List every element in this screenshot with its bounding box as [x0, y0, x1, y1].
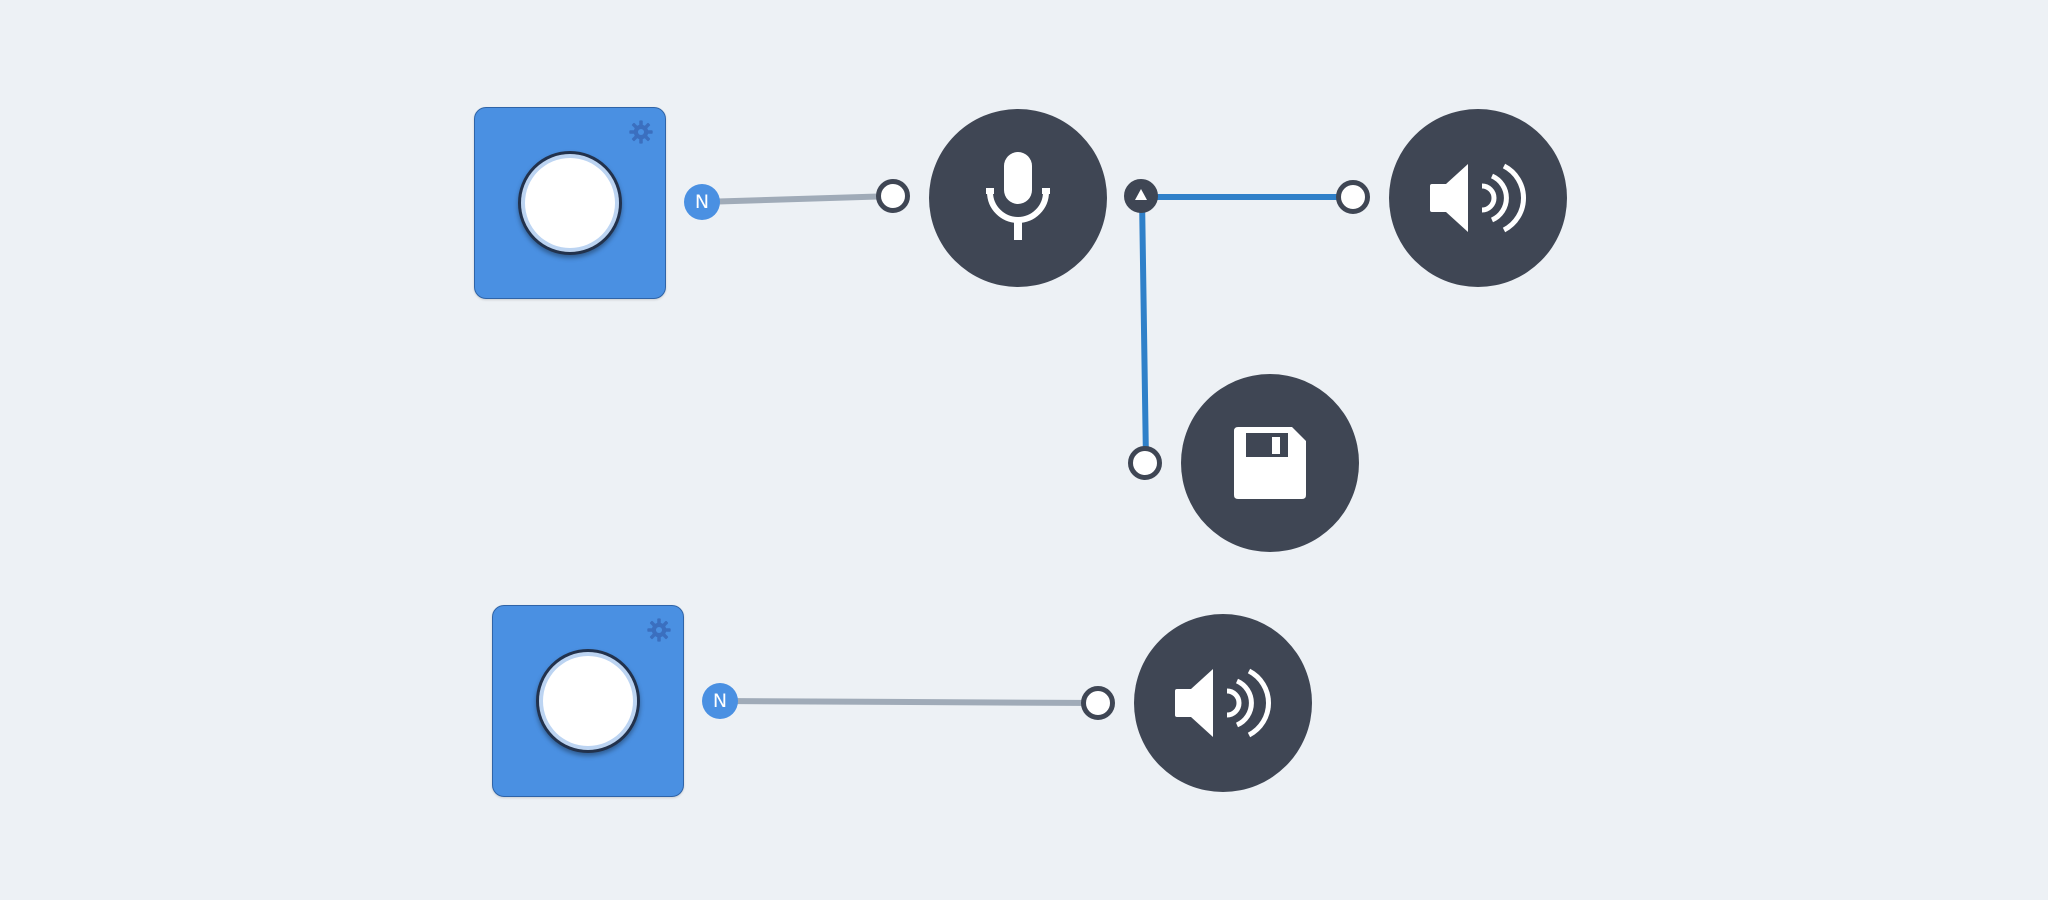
speaker-input-port-1[interactable]	[1336, 180, 1370, 214]
microphone-output-port[interactable]	[1124, 179, 1158, 213]
connection-trigger1-mic[interactable]	[699, 193, 896, 205]
trigger-node-2[interactable]	[492, 605, 684, 797]
microphone-node[interactable]	[929, 109, 1107, 287]
connection-mic-save[interactable]	[1139, 194, 1149, 465]
trigger-node-1[interactable]	[474, 107, 666, 299]
microphone-icon	[986, 152, 1050, 240]
save-input-port[interactable]	[1128, 446, 1162, 480]
trigger-output-label: N	[694, 191, 710, 213]
gear-icon[interactable]	[627, 118, 655, 146]
connection-trigger2-speaker2[interactable]	[717, 698, 1100, 706]
speaker-input-port-2[interactable]	[1081, 686, 1115, 720]
trigger-output-label: N	[712, 690, 728, 712]
speaker-icon	[1175, 668, 1272, 738]
trigger-press-button[interactable]	[518, 151, 622, 255]
speaker-node-1[interactable]	[1389, 109, 1567, 287]
microphone-input-port[interactable]	[876, 179, 910, 213]
save-node[interactable]	[1181, 374, 1359, 552]
floppy-disk-icon	[1234, 427, 1306, 499]
gear-icon[interactable]	[645, 616, 673, 644]
trigger-output-port-1[interactable]: N	[684, 184, 720, 220]
speaker-icon	[1430, 163, 1527, 233]
trigger-press-button[interactable]	[536, 649, 640, 753]
trigger-output-port-2[interactable]: N	[702, 683, 738, 719]
output-arrow-icon	[1135, 189, 1147, 200]
speaker-node-2[interactable]	[1134, 614, 1312, 792]
